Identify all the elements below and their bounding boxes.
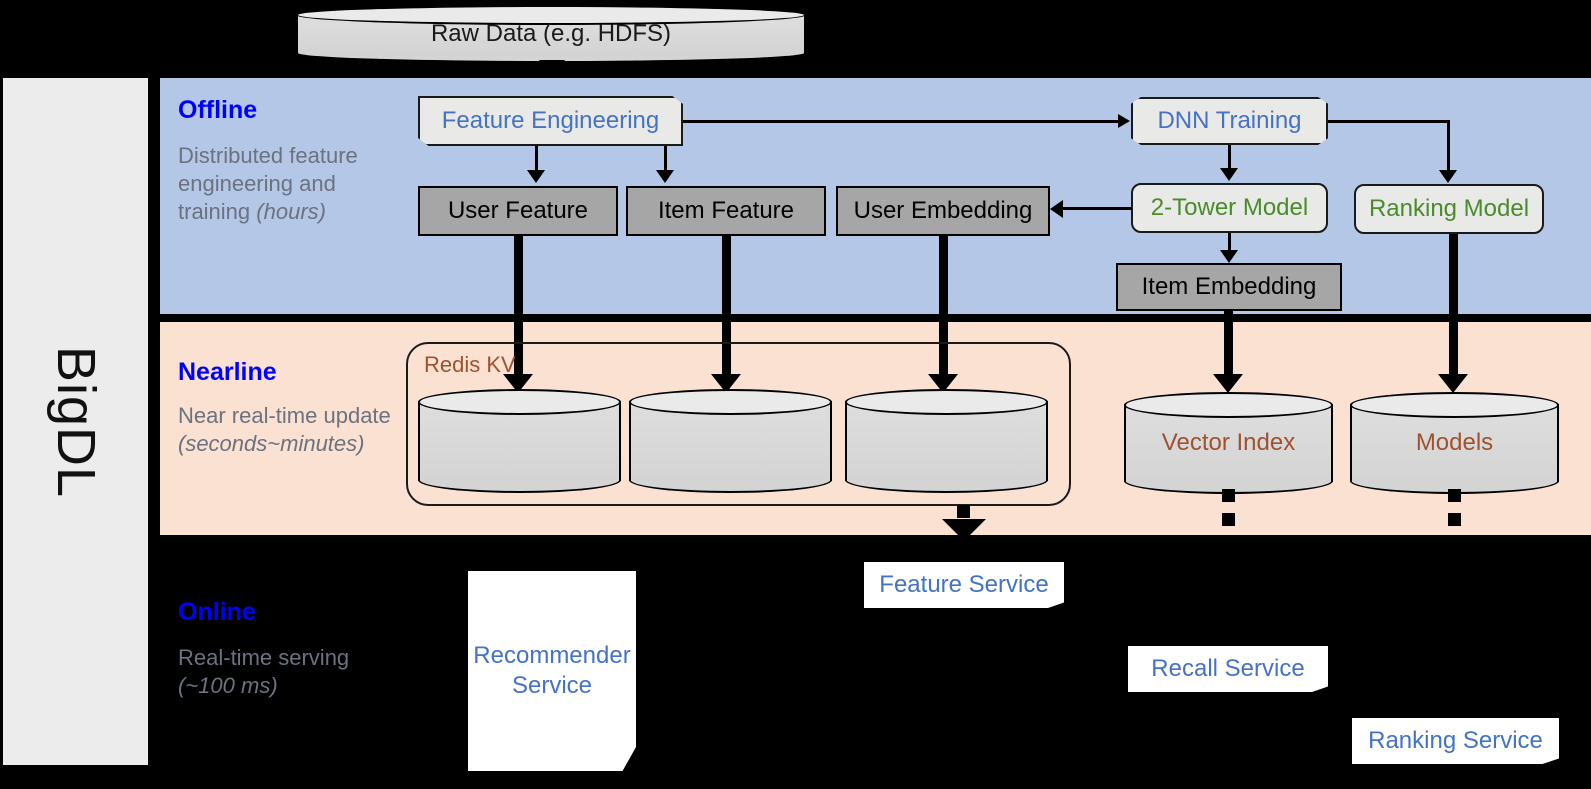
- product-name-label: BigDL: [45, 345, 106, 498]
- cylinder-top: [629, 389, 832, 415]
- dnn-training-node[interactable]: DNN Training: [1131, 97, 1328, 145]
- arrow-rankingmodel-to-models: [1438, 374, 1468, 393]
- cylinder-top: [845, 389, 1048, 415]
- ranking-service-node[interactable]: Ranking Service: [1352, 718, 1559, 764]
- arrow-fe-to-userfeature: [527, 170, 545, 183]
- redis-cylinder-user-feature: [418, 389, 621, 493]
- cylinder-body: [418, 401, 621, 481]
- arrow-dnn-to-ranking: [1439, 170, 1457, 183]
- pipe-itemfeature-to-redis: [722, 236, 731, 379]
- feature-service-node[interactable]: Feature Service: [864, 562, 1064, 608]
- raw-data-cylinder: Raw Data (e.g. HDFS): [296, 5, 806, 63]
- ranking-model-node[interactable]: Ranking Model: [1354, 184, 1544, 234]
- phase-desc-offline-em: (hours): [256, 199, 326, 225]
- phase-title-online: Online: [178, 598, 256, 626]
- connector-fe-to-itemfeature: [664, 146, 667, 174]
- connector-fe-to-userfeature: [535, 146, 538, 174]
- connector-dnn-to-twotower: [1228, 145, 1231, 173]
- phase-desc-nearline-em: (seconds~minutes): [178, 431, 365, 457]
- recommender-service-label: Recommender Service: [473, 642, 631, 699]
- redis-kv-label: Redis KV: [424, 352, 516, 377]
- arrow-rawdata-to-fe: [539, 60, 565, 77]
- feature-engineering-node[interactable]: Feature Engineering: [418, 96, 683, 146]
- feature-service-label: Feature Service: [879, 571, 1049, 598]
- cylinder-top: [418, 389, 621, 415]
- item-feature-label: Item Feature: [657, 197, 795, 224]
- arrow-itemembedding-to-vectorindex: [1213, 374, 1243, 393]
- redis-cylinder-user-embedding: [845, 389, 1048, 493]
- connector-fe-to-dnn: [683, 120, 1119, 123]
- raw-data-label: Raw Data (e.g. HDFS): [430, 20, 672, 47]
- phase-desc-nearline: Near real-time update (seconds~minutes): [178, 402, 408, 458]
- cylinder-top: [1350, 392, 1559, 418]
- dash-redis-to-featureservice: [957, 505, 970, 518]
- item-embedding-label: Item Embedding: [1141, 273, 1317, 300]
- dash-models-a: [1448, 489, 1461, 502]
- connector-twotower-to-userembedding: [1062, 207, 1132, 210]
- ranking-service-label: Ranking Service: [1368, 727, 1543, 754]
- phase-desc-offline-text: Distributed feature engineering and trai…: [178, 143, 358, 225]
- feature-engineering-label: Feature Engineering: [441, 107, 660, 134]
- redis-kv-container: [406, 342, 1071, 506]
- arrow-fe-to-itemfeature: [656, 170, 674, 183]
- phase-desc-online-em: (~100 ms): [178, 673, 278, 699]
- models-label: Models: [1415, 429, 1494, 456]
- arrow-twotower-to-itememb: [1220, 250, 1238, 263]
- item-embedding-node[interactable]: Item Embedding: [1116, 263, 1342, 311]
- pipe-userfeature-to-redis: [514, 236, 523, 379]
- phase-desc-offline: Distributed feature engineering and trai…: [178, 142, 408, 226]
- user-feature-node[interactable]: User Feature: [418, 186, 618, 236]
- user-embedding-label: User Embedding: [853, 197, 1033, 224]
- vector-index-cylinder[interactable]: Vector Index: [1124, 392, 1333, 494]
- two-tower-model-node[interactable]: 2-Tower Model: [1131, 183, 1328, 233]
- connector-dnn-to-ranking-h: [1328, 120, 1449, 123]
- phase-desc-online-text: Real-time serving: [178, 645, 350, 670]
- ranking-model-label: Ranking Model: [1368, 195, 1530, 222]
- dash-vectorindex-a: [1222, 489, 1235, 502]
- pipe-userembedding-to-redis: [939, 236, 948, 379]
- phase-desc-online: Real-time serving (~100 ms): [178, 644, 408, 700]
- arrow-twotower-to-userembedding: [1050, 200, 1063, 218]
- recommender-service-node[interactable]: Recommender Service: [468, 571, 636, 771]
- cylinder-top: [296, 5, 806, 25]
- two-tower-model-label: 2-Tower Model: [1150, 194, 1309, 221]
- user-feature-label: User Feature: [447, 197, 589, 224]
- arrow-dnn-to-twotower: [1220, 168, 1238, 181]
- pipe-itemembedding-to-vectorindex: [1224, 311, 1233, 379]
- redis-cylinder-item-feature: [629, 389, 832, 493]
- connector-twotower-to-itememb: [1228, 233, 1231, 258]
- item-feature-node[interactable]: Item Feature: [626, 186, 826, 236]
- recall-service-node[interactable]: Recall Service: [1128, 646, 1328, 692]
- dnn-training-label: DNN Training: [1157, 107, 1302, 134]
- user-embedding-node[interactable]: User Embedding: [836, 186, 1050, 236]
- phase-title-nearline: Nearline: [178, 358, 277, 386]
- models-cylinder[interactable]: Models: [1350, 392, 1559, 494]
- vector-index-label: Vector Index: [1161, 429, 1296, 456]
- arrow-redis-to-featureservice: [942, 519, 986, 541]
- product-sidebar: BigDL: [3, 78, 148, 765]
- cylinder-top: [1124, 392, 1333, 418]
- pipe-rankingmodel-to-models: [1449, 234, 1458, 379]
- phase-desc-nearline-text: Near real-time update: [178, 403, 391, 428]
- dash-vectorindex-b: [1222, 513, 1235, 526]
- arrow-fe-to-dnn: [1118, 114, 1130, 128]
- phase-title-offline: Offline: [178, 96, 258, 124]
- connector-dnn-to-ranking-v: [1447, 120, 1450, 176]
- recall-service-label: Recall Service: [1151, 655, 1305, 682]
- dash-models-b: [1448, 513, 1461, 526]
